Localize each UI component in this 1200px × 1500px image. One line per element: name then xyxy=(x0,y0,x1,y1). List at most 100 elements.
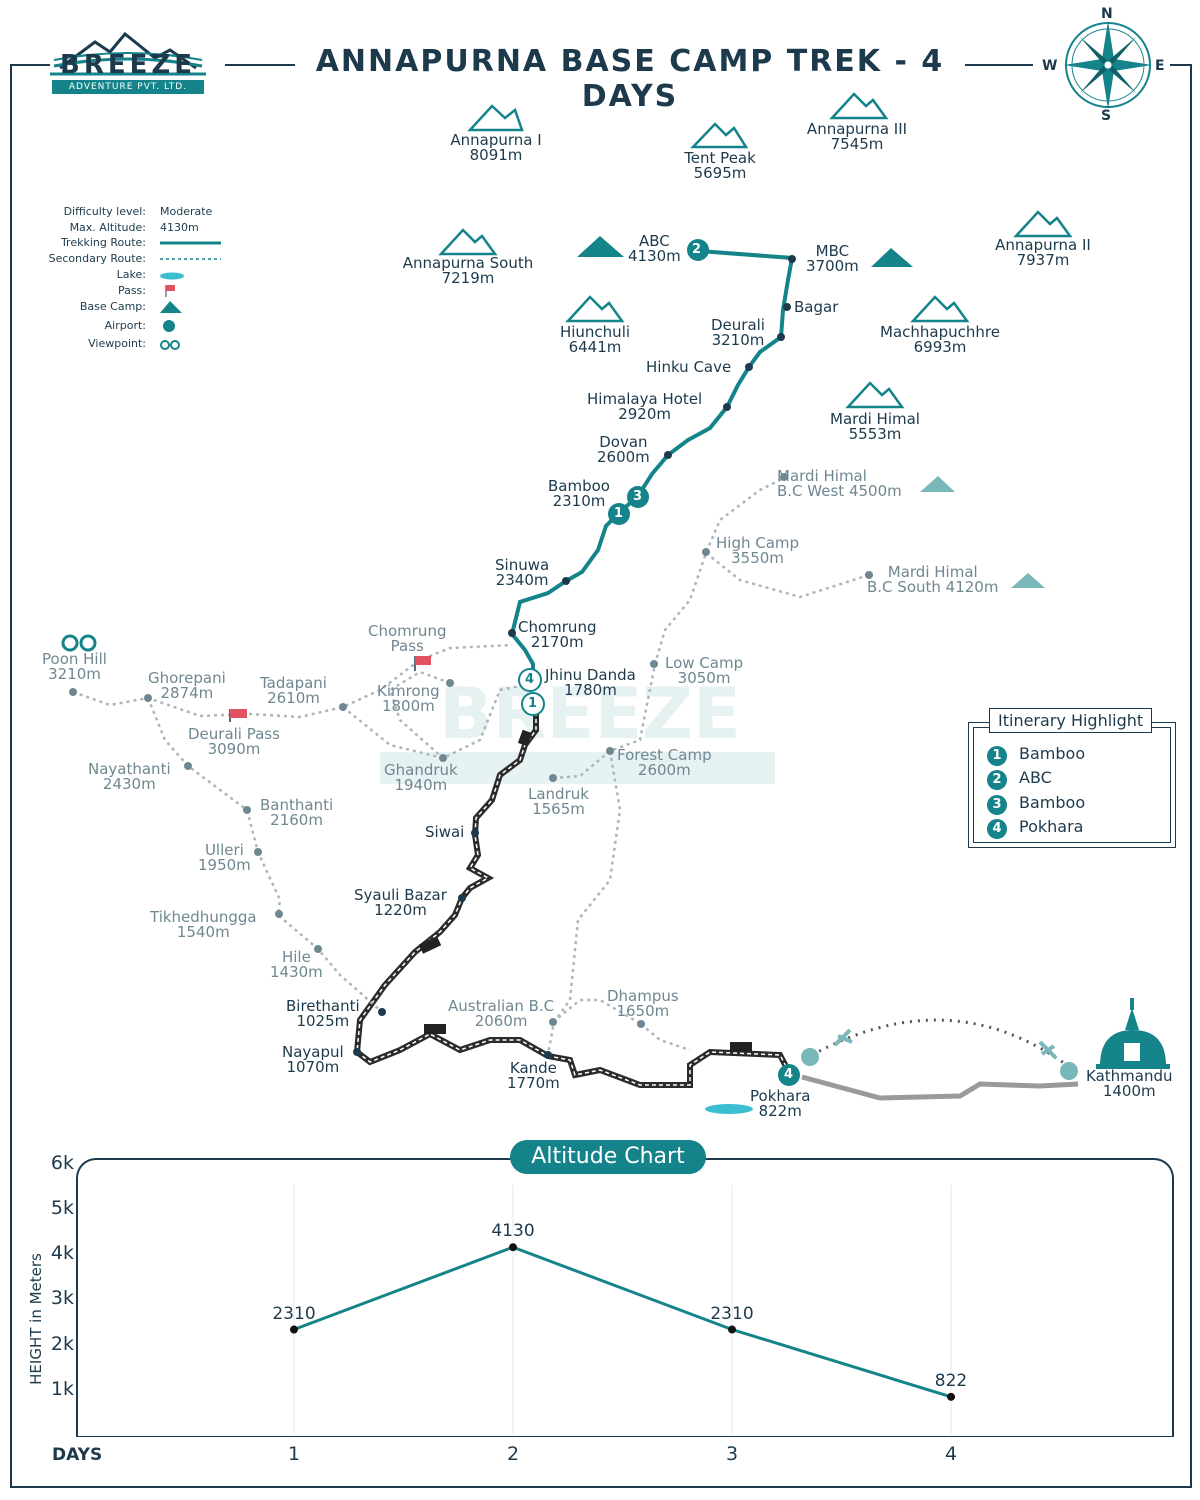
compass-east: E xyxy=(1155,58,1165,74)
place-label: Hinku Cave xyxy=(646,358,732,376)
logo-subtitle: ADVENTURE PVT. LTD. xyxy=(52,80,204,94)
legend-secondary-route-key: Secondary Route: xyxy=(48,252,146,265)
chart-y-tick: 5k xyxy=(50,1196,74,1219)
frame-line xyxy=(965,64,1033,66)
day-marker: 2 xyxy=(692,242,702,257)
frame-line xyxy=(1170,64,1190,66)
compass-north: N xyxy=(1101,6,1113,22)
day-marker: 4 xyxy=(784,1067,794,1082)
compass-west: W xyxy=(1042,58,1058,74)
legend-difficulty-key: Difficulty level: xyxy=(63,205,146,218)
day-marker: 1 xyxy=(528,696,538,711)
logo-mountain-icon xyxy=(50,31,206,76)
chart-x-tick: 1 xyxy=(287,1443,301,1465)
chart-title: Altitude Chart xyxy=(510,1140,706,1174)
legend-base-camp-key: Base Camp: xyxy=(79,300,146,313)
legend-pass-key: Pass: xyxy=(117,284,146,297)
legend-lake-key: Lake: xyxy=(116,268,146,281)
day-marker: 4 xyxy=(525,672,535,687)
chart-y-tick: 6k xyxy=(50,1151,74,1174)
chart-y-tick: 4k xyxy=(50,1242,74,1265)
frame-line xyxy=(225,64,295,66)
chart-x-tick: 3 xyxy=(725,1443,739,1465)
chart-x-tick: 2 xyxy=(506,1443,520,1465)
legend-viewpoint-key: Viewpoint: xyxy=(88,337,146,350)
day-marker: 3 xyxy=(633,489,643,504)
map-frame xyxy=(10,64,1192,1488)
day-marker: 1 xyxy=(614,506,624,521)
compass-icon xyxy=(1064,21,1152,109)
chart-data-label: 2310 xyxy=(272,1303,316,1324)
chart-data-label: 4130 xyxy=(491,1221,535,1242)
place-label: Siwai xyxy=(425,823,465,841)
chart-y-tick: 3k xyxy=(50,1287,74,1310)
itinerary-title: Itinerary Highlight xyxy=(989,708,1153,733)
legend-trek-route-key: Trekking Route: xyxy=(60,236,146,249)
legend-airport-key: Airport: xyxy=(104,319,146,332)
chart-y-axis-label: HEIGHT in Meters xyxy=(27,1253,45,1385)
chart-data-label: 822 xyxy=(934,1370,968,1391)
legend-altitude-value: 4130m xyxy=(160,221,199,234)
legend-difficulty-value: Moderate xyxy=(160,205,213,218)
place-label: Bagar xyxy=(794,298,839,316)
chart-y-tick: 1k xyxy=(50,1377,74,1400)
legend-altitude-key: Max. Altitude: xyxy=(69,221,146,234)
frame-line xyxy=(10,64,50,66)
logo-name: BREEZE xyxy=(60,50,196,80)
compass-south: S xyxy=(1101,108,1112,124)
altitude-chart-box xyxy=(76,1158,1174,1437)
page-title: ANNAPURNA BASE CAMP TREK - 4 DAYS xyxy=(315,44,945,114)
chart-x-axis-label: DAYS xyxy=(52,1445,103,1465)
chart-x-tick: 4 xyxy=(944,1443,958,1465)
chart-y-tick: 2k xyxy=(50,1332,74,1355)
